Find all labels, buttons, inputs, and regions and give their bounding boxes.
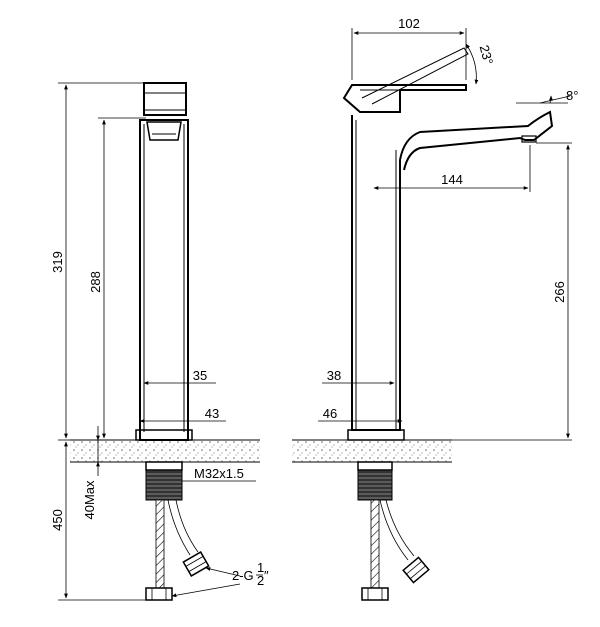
dim-label-266: 266 xyxy=(552,281,567,303)
dim-label-144: 144 xyxy=(441,172,463,187)
angle-label-8: 8° xyxy=(566,88,578,103)
threaded-shank-front xyxy=(145,469,183,501)
angle-label-23: 23° xyxy=(477,43,497,66)
hose-nut-left-side xyxy=(361,587,389,601)
faucet-body-front xyxy=(139,119,189,441)
dim-label-43: 43 xyxy=(205,406,219,421)
threaded-shank-side xyxy=(357,469,393,501)
hose-connection-label: 2-G xyxy=(232,568,254,583)
countertop-side xyxy=(292,440,452,462)
dim-label-319: 319 xyxy=(50,251,65,273)
side-view: 102 23° 8° 144 266 38 46 xyxy=(292,16,578,601)
dim-label-38: 38 xyxy=(327,368,341,383)
hose-nut-right-side xyxy=(402,556,430,584)
base-flange-front xyxy=(135,429,193,441)
faucet-body-side xyxy=(351,110,554,431)
spout-outlet-front xyxy=(146,121,182,141)
lever-side xyxy=(342,84,467,113)
hose-nut-right-front xyxy=(182,551,210,577)
dim-label-102: 102 xyxy=(398,16,420,31)
hose-connection-num: 1 xyxy=(257,560,264,575)
hose-nut-left-front xyxy=(145,587,173,601)
hose-connection-suffix: ″ xyxy=(264,568,269,583)
lever-raised-side xyxy=(361,47,469,105)
front-view: 319 288 450 40Max 35 43 M32x1.5 2-G 1 2 … xyxy=(50,82,269,601)
dim-label-40max: 40Max xyxy=(82,480,97,520)
hose-connection-den: 2 xyxy=(257,573,264,588)
countertop-front xyxy=(70,440,260,462)
dim-label-450: 450 xyxy=(50,509,65,531)
spout-aerator-side xyxy=(521,135,537,143)
lever-front xyxy=(143,82,187,116)
dim-label-35: 35 xyxy=(193,368,207,383)
hose-right-side xyxy=(379,499,409,561)
base-flange-side xyxy=(347,429,405,441)
angle-arc-23 xyxy=(465,43,479,85)
dim-label-288: 288 xyxy=(88,271,103,293)
hose-left-side xyxy=(370,499,380,596)
thread-spec-label: M32x1.5 xyxy=(194,466,244,481)
dim-label-46: 46 xyxy=(323,406,337,421)
